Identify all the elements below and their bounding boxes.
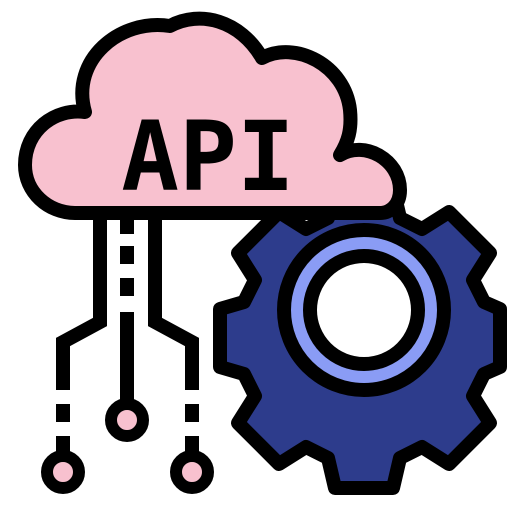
node-center: [105, 398, 149, 442]
cloud-icon: API: [18, 11, 407, 220]
gear-hole: [303, 249, 425, 371]
circuit-lines: [56, 218, 199, 452]
circuit-nodes: [41, 398, 214, 494]
node-right: [170, 450, 214, 494]
left-branch: [56, 218, 107, 390]
cloud-shape: [18, 11, 407, 220]
gear-icon: [213, 181, 507, 495]
cloud-label: API: [121, 101, 294, 213]
node-left: [41, 450, 85, 494]
right-branch: [148, 218, 199, 390]
